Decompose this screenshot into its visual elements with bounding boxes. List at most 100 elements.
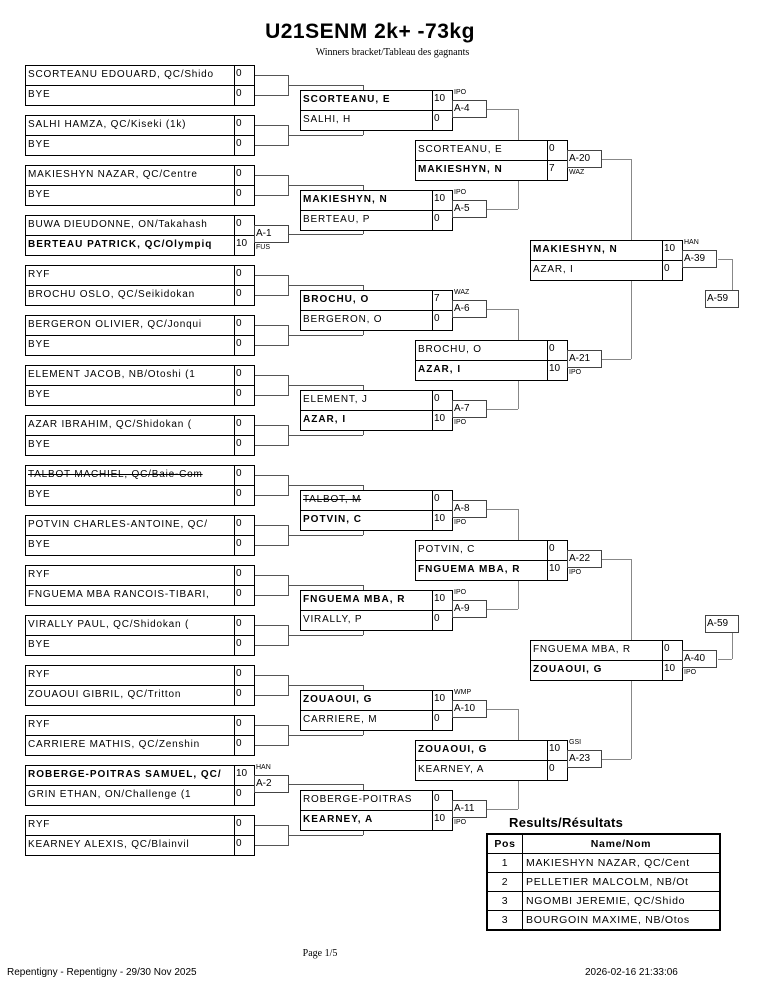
connector-line <box>288 485 363 486</box>
player-score: 0 <box>234 416 255 435</box>
connector-line <box>288 185 363 186</box>
player-score: 0 <box>234 536 255 555</box>
connector-line <box>718 259 732 260</box>
player-row: VIRALLY PAUL, QC/Shidokan ( 0 <box>25 615 255 636</box>
player-score: 10 <box>234 236 255 255</box>
player-name: POTVIN CHARLES-ANTOINE, QC/ <box>28 519 208 530</box>
player-name: MAKIESHYN, N <box>303 194 388 205</box>
player-name: BYE <box>28 339 51 350</box>
player-name: VIRALLY PAUL, QC/Shidokan ( <box>28 619 190 630</box>
connector-line <box>363 285 364 290</box>
player-score: 10 <box>547 561 568 580</box>
player-score: 0 <box>432 311 453 330</box>
connector-line <box>288 85 363 86</box>
player-score: 0 <box>234 216 255 235</box>
player-score: 0 <box>234 466 255 485</box>
connector-line <box>255 825 288 826</box>
connector-line <box>288 335 363 336</box>
player-name: FNGUEMA MBA, R <box>418 564 521 575</box>
connector-line <box>255 345 288 346</box>
connector-line <box>255 395 288 396</box>
player-score: 0 <box>234 286 255 305</box>
match-label: A-2 <box>254 775 289 793</box>
connector-line <box>363 830 364 835</box>
player-name: KEARNEY ALEXIS, QC/Blainvil <box>28 839 190 850</box>
player-name: ROBERGE-POITRAS <box>303 794 413 805</box>
result-tag: IPO <box>684 669 697 676</box>
connector-line <box>255 545 288 546</box>
player-name: GRIN ETHAN, ON/Challenge (1 <box>28 789 192 800</box>
connector-line <box>732 633 733 659</box>
connector-line <box>518 109 519 140</box>
connector-line <box>255 275 288 276</box>
player-name: RYF <box>28 819 51 830</box>
match-label: A-23 <box>567 750 602 768</box>
connector-line <box>255 595 288 596</box>
connector-line <box>255 95 288 96</box>
connector-line <box>255 425 288 426</box>
player-score: 10 <box>547 361 568 380</box>
connector-line <box>487 809 518 810</box>
next-match-label: A-59 <box>705 290 739 308</box>
connector-line <box>255 675 288 676</box>
result-tag: HAN <box>256 764 271 771</box>
player-score: 0 <box>432 391 453 410</box>
connector-line <box>255 475 288 476</box>
player-name: POTVIN, C <box>303 514 363 525</box>
connector-line <box>255 375 288 376</box>
connector-line <box>363 630 364 635</box>
player-name: FNGUEMA MBA, R <box>533 644 631 655</box>
print-timestamp: 2026-02-16 21:33:06 <box>585 967 678 978</box>
player-name: POTVIN, C <box>418 544 476 555</box>
player-score: 10 <box>432 511 453 530</box>
player-name: ZOUAOUI, G <box>418 744 488 755</box>
player-score: 0 <box>234 816 255 835</box>
result-tag: FUS <box>256 244 270 251</box>
connector-line <box>363 230 364 234</box>
player-row: ZOUAOUI, G 10 <box>415 740 568 761</box>
player-row: SALHI HAMZA, QC/Kiseki (1k)0 <box>25 115 255 136</box>
player-score: 0 <box>234 316 255 335</box>
player-name: SCORTEANU, E <box>418 144 503 155</box>
player-name: KEARNEY, A <box>303 814 374 825</box>
player-score: 0 <box>432 211 453 230</box>
player-score: 0 <box>234 786 255 805</box>
connector-line <box>255 845 288 846</box>
player-score: 0 <box>234 566 255 585</box>
player-score: 0 <box>662 261 683 280</box>
connector-line <box>602 559 631 560</box>
player-score: 0 <box>234 616 255 635</box>
connector-line <box>631 559 632 640</box>
connector-line <box>288 685 363 686</box>
player-row: AZAR IBRAHIM, QC/Shidokan (0 <box>25 415 255 436</box>
connector-line <box>363 485 364 490</box>
player-score: 0 <box>234 586 255 605</box>
player-score: 10 <box>547 741 568 760</box>
player-name: BUWA DIEUDONNE, ON/Takahash <box>28 219 208 230</box>
connector-line <box>363 330 364 335</box>
player-name: FNGUEMA MBA RANCOIS-TIBARI, <box>28 589 210 600</box>
player-score: 10 <box>432 91 453 110</box>
player-name: SALHI, H <box>303 114 352 125</box>
connector-line <box>288 835 363 836</box>
connector-line <box>255 645 288 646</box>
match-label: A-10 <box>452 700 487 718</box>
connector-line <box>363 685 364 690</box>
connector-line <box>289 234 363 235</box>
player-row: FNGUEMA MBA RANCOIS-TIBARI, 0 <box>25 585 255 606</box>
player-score: 0 <box>234 516 255 535</box>
